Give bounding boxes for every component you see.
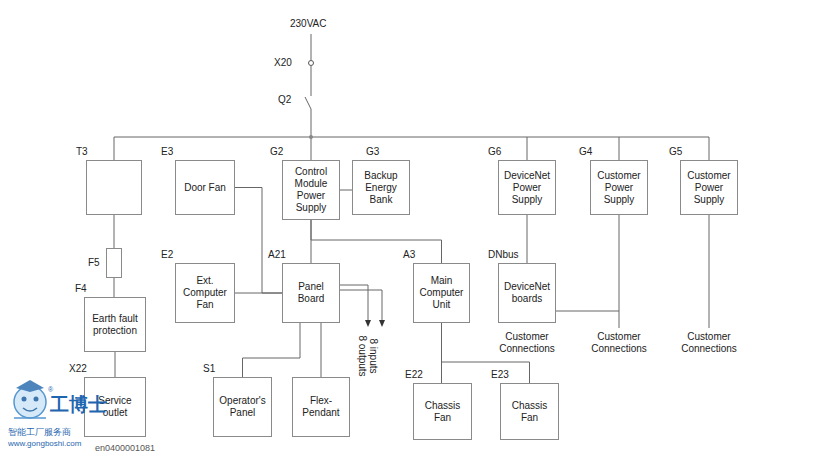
- component-box: DNbusDeviceNet boards: [498, 263, 556, 323]
- bus-drop: [527, 137, 528, 160]
- component-box: S1Operator's Panel: [213, 377, 272, 437]
- reference-designator: G6: [487, 146, 502, 158]
- component-box: E3Door Fan: [175, 160, 235, 215]
- connection-label: Customer Connections: [674, 331, 744, 355]
- bus-drop: [619, 137, 620, 160]
- component-box: F4Earth fault protection: [84, 297, 146, 352]
- junction-dot: [309, 135, 313, 139]
- component-name: Chassis Fan: [414, 398, 471, 426]
- wire-connector: [243, 323, 301, 377]
- arrow-head: [365, 320, 371, 327]
- bus-drop: [311, 137, 312, 160]
- wire-connector: [114, 278, 115, 297]
- component-box: A3Main Computer Unit: [413, 263, 470, 323]
- watermark-text: 智能工厂服务商: [8, 427, 71, 438]
- signal-label: 230VAC: [290, 18, 327, 30]
- signal-label: en0400001081: [95, 442, 155, 454]
- watermark-text: ®: [48, 386, 53, 394]
- component-box: G5Customer Power Supply: [680, 160, 738, 215]
- reference-designator: F4: [74, 283, 88, 295]
- component-name: Ext. Computer Fan: [176, 273, 234, 313]
- watermark-text: 工博士: [50, 393, 107, 415]
- component-box: E2Ext. Computer Fan: [175, 263, 235, 323]
- reference-designator: G5: [668, 146, 683, 158]
- connection-label: Customer Connections: [584, 331, 654, 355]
- component-box: G6DeviceNet Power Supply: [498, 160, 556, 215]
- component-box: F5: [106, 248, 122, 278]
- reference-designator: F5: [87, 257, 101, 269]
- arrow-head: [379, 320, 385, 327]
- customer-wire: [619, 311, 620, 328]
- component-box: G2Control Module Power Supply: [282, 160, 340, 220]
- reference-designator: G2: [269, 146, 284, 158]
- wire-connector: [340, 190, 352, 191]
- component-name: Main Computer Unit: [414, 273, 469, 313]
- component-name: Customer Power Supply: [681, 168, 737, 208]
- reference-designator: S1: [202, 363, 216, 375]
- wire-connector: [115, 352, 116, 377]
- signal-label: 8 outputs: [356, 335, 368, 376]
- reference-designator: G3: [365, 146, 380, 158]
- component-name: Panel Board: [283, 279, 339, 307]
- switch-blade: [305, 97, 311, 109]
- reference-designator: G4: [578, 146, 593, 158]
- reference-designator: E3: [160, 146, 174, 158]
- reference-designator: A3: [402, 249, 416, 261]
- component-box: T3: [86, 160, 142, 215]
- reference-designator: E23: [490, 369, 510, 381]
- terminal-x20: [309, 61, 314, 66]
- reference-designator: E2: [160, 249, 174, 261]
- component-name: Operator's Panel: [214, 393, 271, 421]
- component-name: Flex-Pendant: [293, 393, 349, 421]
- watermark-mascot: [14, 380, 46, 418]
- supply-wire: [311, 34, 312, 60]
- wire-connector: [235, 188, 282, 294]
- signal-label: X20: [274, 57, 292, 69]
- input-wire: [340, 290, 382, 320]
- reference-designator: A21: [267, 249, 287, 261]
- wire-connector: [527, 215, 528, 263]
- component-name: DeviceNet Power Supply: [499, 168, 555, 208]
- component-name: DeviceNet boards: [499, 279, 555, 307]
- bus-drop: [114, 137, 115, 160]
- supply-wire: [311, 109, 312, 137]
- reference-designator: X22: [68, 363, 88, 375]
- component-box: A21Panel Board: [282, 263, 340, 323]
- component-name: Door Fan: [181, 180, 229, 196]
- customer-wire: [709, 215, 710, 328]
- reference-designator: E22: [404, 369, 424, 381]
- bus-drop: [709, 137, 710, 160]
- component-box: Flex-Pendant: [292, 377, 350, 437]
- component-name: Chassis Fan: [501, 398, 558, 426]
- component-name: Backup Energy Bank: [353, 168, 409, 208]
- supply-wire: [311, 66, 312, 96]
- component-name: Control Module Power Supply: [283, 164, 339, 216]
- reference-designator: T3: [75, 146, 89, 158]
- connection-label: Customer Connections: [492, 331, 562, 355]
- supply-bus: [114, 137, 709, 138]
- signal-label: Q2: [278, 94, 291, 106]
- component-box: G3Backup Energy Bank: [352, 160, 410, 215]
- component-box: E23Chassis Fan: [500, 383, 559, 440]
- component-box: E22Chassis Fan: [413, 383, 472, 440]
- wire-connector: [311, 220, 442, 263]
- wire-connector: [556, 215, 619, 311]
- wire-connector: [235, 293, 282, 294]
- component-name: Earth fault protection: [85, 311, 145, 339]
- wire-connector: [321, 323, 322, 377]
- wire-connector: [114, 215, 115, 248]
- reference-designator: DNbus: [487, 249, 520, 261]
- component-box: G4Customer Power Supply: [590, 160, 648, 215]
- component-name: Customer Power Supply: [591, 168, 647, 208]
- watermark-text: www.gongboshi.com: [8, 439, 81, 449]
- signal-label: 8 inputs: [367, 338, 379, 373]
